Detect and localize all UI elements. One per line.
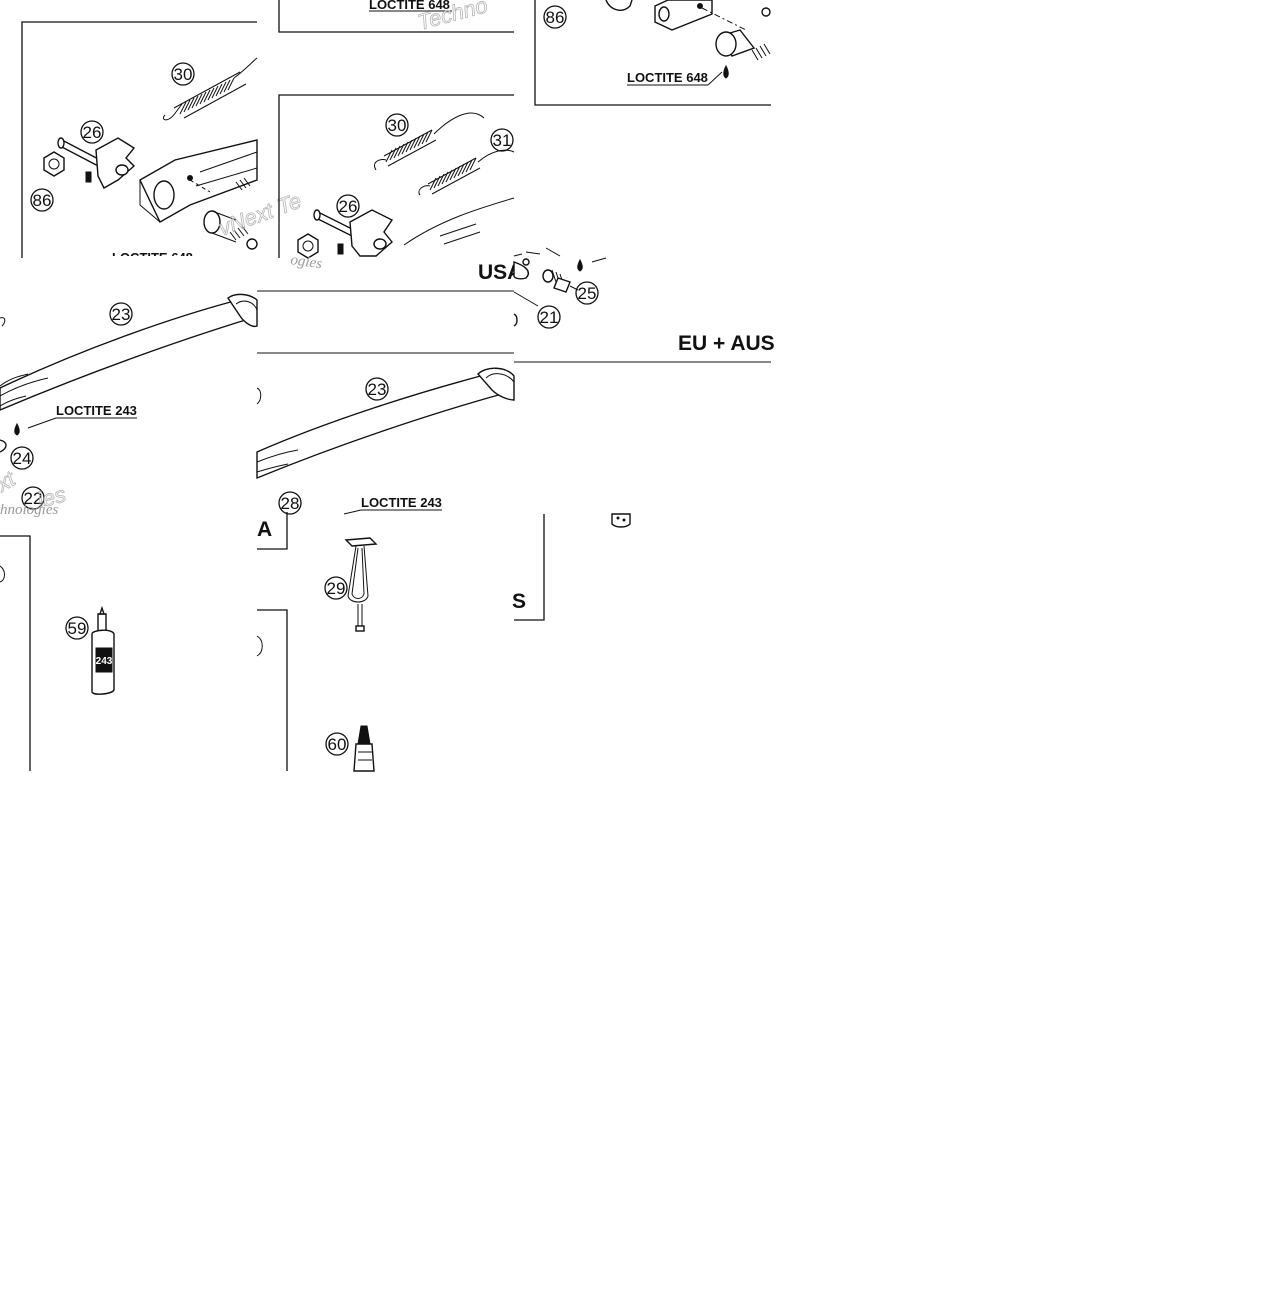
region-label-fragment: A (257, 518, 272, 541)
tile-side-stand-spring-detail-1: 30 26 86 vNext Te LOCTITE 648 (21, 21, 305, 266)
nut-part (43, 151, 65, 177)
stand-bracket-part (654, 0, 771, 31)
callout-26: 26 (336, 194, 360, 218)
frame-line (513, 247, 607, 263)
svg-text:21: 21 (540, 308, 559, 327)
watermark-text: hnologies (0, 502, 58, 518)
callout-60: 60 (325, 732, 349, 756)
svg-text:24: 24 (13, 449, 32, 468)
region-label-eu-aus: EU + AUS (678, 332, 775, 355)
svg-text:30: 30 (388, 116, 407, 135)
callout-21: 21 (537, 305, 561, 329)
callout-23: 23 (365, 377, 389, 401)
callout-26: 26 (80, 120, 104, 144)
tile-side-stand-spring-detail-3: 86 LOCTITE 648 (534, 0, 771, 106)
detail-frame (278, 94, 514, 258)
loctite-bottle-icon: 243 (91, 605, 115, 695)
watermark-text: ogies (289, 252, 323, 272)
sleeve-bolt-part (715, 29, 771, 79)
callout-24: 24 (10, 446, 34, 470)
svg-text:59: 59 (68, 619, 87, 638)
watermark-text: xt (0, 466, 20, 497)
svg-text:243: 243 (96, 656, 113, 667)
screw-part (542, 269, 571, 293)
tile-region-variants: USA 25 21 EU + AUS (478, 247, 775, 363)
tile-consumables-center: A 29 60 (256, 512, 378, 772)
bolt-part (0, 439, 7, 453)
loctite-drop (14, 422, 20, 436)
spring-part (374, 112, 485, 171)
tile-consumables-right: S (512, 513, 631, 621)
callout-86: 86 (30, 188, 54, 212)
loctite-648-label: LOCTITE 648 (627, 70, 708, 85)
svg-text:23: 23 (112, 305, 131, 324)
tile-consumables-left: 59 243 (0, 535, 115, 771)
region-label-fragment: S (512, 590, 526, 613)
detail-frame (257, 609, 288, 771)
loctite-243-label: LOCTITE 243 (361, 495, 442, 510)
detail-frame (278, 0, 514, 33)
pivot-bolt-part (313, 209, 394, 257)
svg-text:26: 26 (339, 197, 358, 216)
svg-text:86: 86 (546, 8, 565, 27)
svg-text:86: 86 (33, 191, 52, 210)
detail-frame (534, 0, 771, 106)
detail-frame (514, 514, 545, 621)
svg-text:60: 60 (328, 735, 347, 754)
spring-part (418, 149, 515, 196)
callout-30: 30 (171, 62, 195, 86)
grease-tube-icon (353, 725, 375, 772)
stand-leg-edge (403, 197, 515, 246)
svg-text:28: 28 (281, 494, 300, 513)
svg-text:30: 30 (174, 65, 193, 84)
svg-text:26: 26 (83, 123, 102, 142)
region-label-usa: USA (478, 261, 522, 284)
detail-frame (257, 512, 288, 550)
callout-30: 30 (385, 113, 409, 137)
callout-28: 28 (278, 491, 302, 515)
stand-bracket-part (139, 139, 258, 223)
tile-side-stand-spring-detail-2: LOCTITE 648 Techno (278, 0, 515, 272)
svg-text:25: 25 (578, 284, 597, 303)
callout-86: 86 (543, 5, 567, 29)
nut-part (297, 233, 319, 259)
nut-part (513, 313, 518, 327)
callout-31: 31 (490, 128, 514, 152)
loctite-drop (577, 258, 583, 272)
callout-29: 29 (324, 576, 348, 600)
callout-25: 25 (575, 281, 599, 305)
tile-side-stand-leg-1: 23 LOCTITE 243 24 22 xt ies hnologies (0, 293, 258, 518)
svg-text:31: 31 (493, 131, 512, 150)
cam-part (605, 0, 633, 11)
spring-hook-tool-icon (344, 537, 378, 632)
callout-22: 22 (21, 486, 45, 510)
svg-text:22: 22 (24, 489, 43, 508)
loctite-648-label: LOCTITE 648 (369, 0, 450, 12)
detail-frame (0, 535, 31, 771)
watermark-text: vNext Te (215, 188, 304, 241)
pivot-bolt-part (57, 137, 136, 189)
tile-side-stand-leg-2: 23 28 LOCTITE 243 (256, 290, 515, 515)
spring-part (162, 57, 258, 121)
loctite-243-label: LOCTITE 243 (56, 403, 137, 418)
sleeve-bolt-part (203, 177, 258, 250)
callout-23: 23 (109, 302, 133, 326)
detail-frame (21, 21, 257, 258)
callout-59: 59 (65, 616, 89, 640)
svg-text:29: 29 (327, 579, 346, 598)
svg-text:23: 23 (368, 380, 387, 399)
grease-pot-icon (611, 513, 631, 528)
bracket-part (513, 261, 530, 280)
